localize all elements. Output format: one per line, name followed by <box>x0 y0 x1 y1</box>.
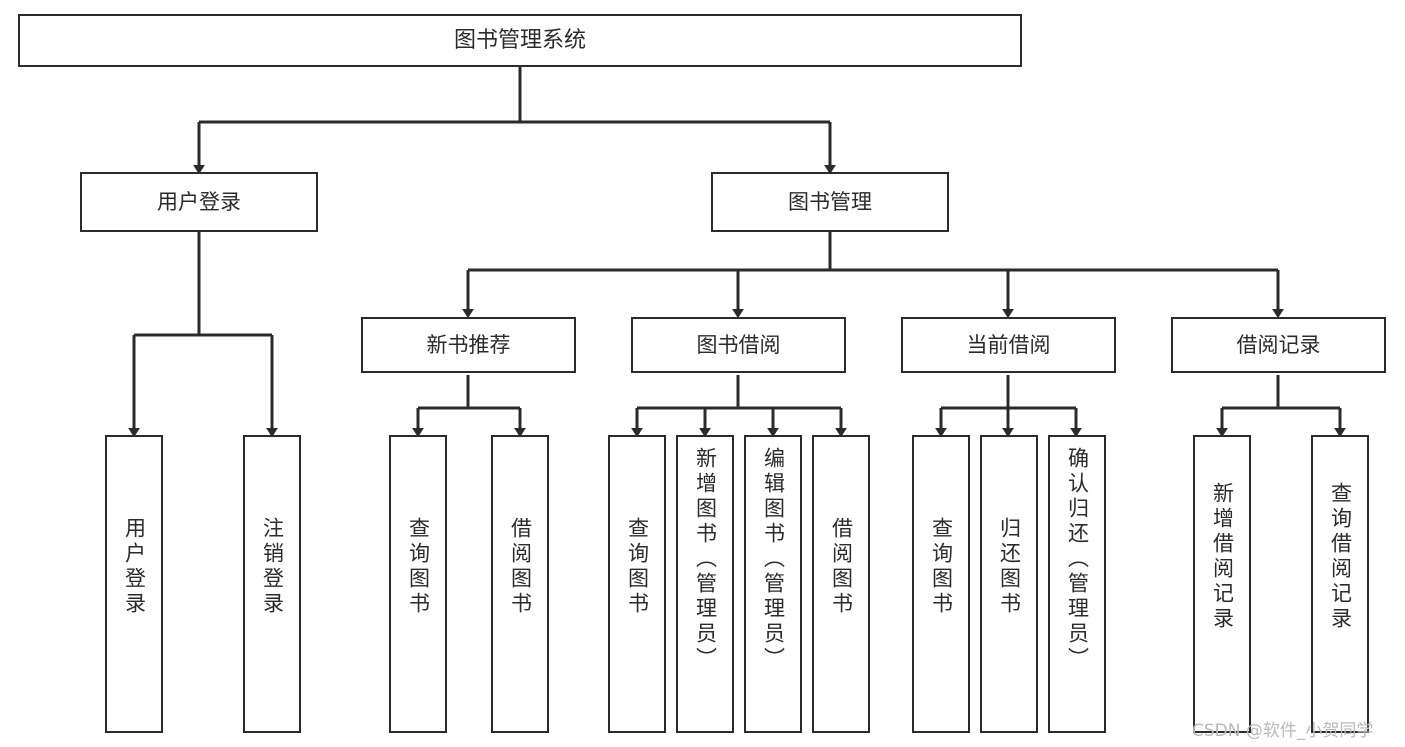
leaf-record-add-record[interactable]: 新增借阅记录 <box>1193 435 1251 733</box>
node-borrow-record[interactable]: 借阅记录 <box>1171 317 1386 373</box>
node-label: 用户登录 <box>122 517 147 617</box>
node-label: 归还图书 <box>997 517 1022 617</box>
node-user-login[interactable]: 用户登录 <box>80 172 318 232</box>
leaf-new-book-query-book[interactable]: 查询图书 <box>389 435 447 733</box>
node-root-book-management-system[interactable]: 图书管理系统 <box>18 14 1022 67</box>
leaf-borrow-borrow-book[interactable]: 借阅图书 <box>812 435 870 733</box>
node-label: 新书推荐 <box>426 332 511 357</box>
node-label: 图书管理 <box>788 189 872 214</box>
node-label: 当前借阅 <box>966 332 1051 357</box>
node-label: 新增借阅记录 <box>1210 482 1235 632</box>
node-label: 查询借阅记录 <box>1328 482 1353 632</box>
leaf-user-login-login[interactable]: 用户登录 <box>105 435 163 733</box>
node-label: 图书借阅 <box>696 332 781 357</box>
leaf-user-login-logout[interactable]: 注销登录 <box>243 435 301 733</box>
node-book-management[interactable]: 图书管理 <box>711 172 949 232</box>
node-label: 图书管理系统 <box>453 27 586 53</box>
node-label: 查询图书 <box>625 517 650 617</box>
node-book-borrow[interactable]: 图书借阅 <box>631 317 846 373</box>
leaf-record-query-record[interactable]: 查询借阅记录 <box>1311 435 1369 733</box>
leaf-new-book-borrow-book[interactable]: 借阅图书 <box>491 435 549 733</box>
node-label: 借阅记录 <box>1236 332 1321 357</box>
node-label: 编辑图书（管理员） <box>761 447 786 672</box>
node-label: 查询图书 <box>929 517 954 617</box>
node-label: 用户登录 <box>157 189 241 214</box>
node-label: 注销登录 <box>260 517 285 617</box>
leaf-borrow-add-book-admin[interactable]: 新增图书（管理员） <box>676 435 734 733</box>
leaf-borrow-query-book[interactable]: 查询图书 <box>608 435 666 733</box>
leaf-current-query-book[interactable]: 查询图书 <box>912 435 970 733</box>
node-new-book-recommend[interactable]: 新书推荐 <box>361 317 576 373</box>
node-label: 新增图书（管理员） <box>693 447 718 672</box>
node-label: 查询图书 <box>406 517 431 617</box>
leaf-current-confirm-return-admin[interactable]: 确认归还（管理员） <box>1048 435 1106 733</box>
leaf-current-return-book[interactable]: 归还图书 <box>980 435 1038 733</box>
watermark-text: CSDN @软件_小贺同学 <box>1192 721 1374 741</box>
node-label: 确认归还（管理员） <box>1065 447 1090 672</box>
node-current-borrow[interactable]: 当前借阅 <box>901 317 1116 373</box>
node-label: 借阅图书 <box>829 517 854 617</box>
node-label: 借阅图书 <box>508 517 533 617</box>
leaf-borrow-edit-book-admin[interactable]: 编辑图书（管理员） <box>744 435 802 733</box>
